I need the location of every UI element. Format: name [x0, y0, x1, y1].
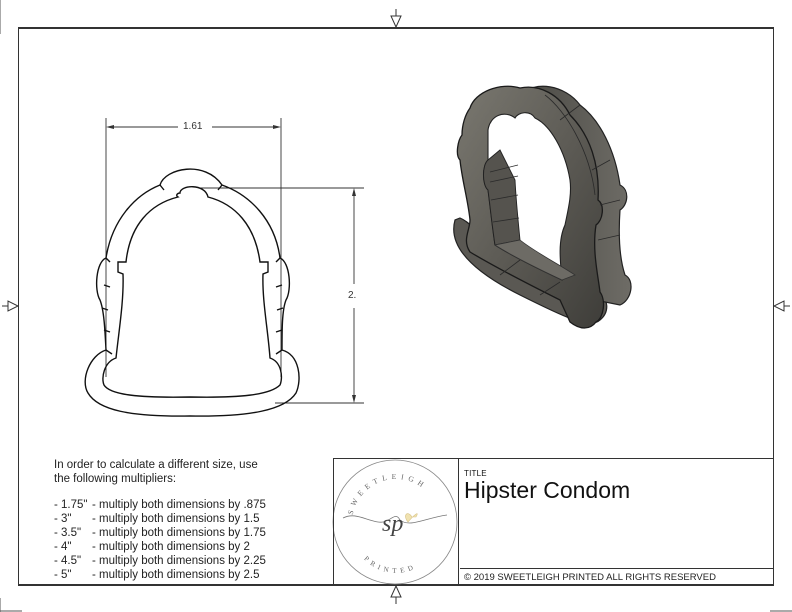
svg-text:PRINTED: PRINTED — [362, 555, 418, 575]
multiplier-row: - 4.5" - multiply both dimensions by 2.25 — [54, 554, 266, 568]
multiplier-row: - 1.75" - multiply both dimensions by .87… — [54, 498, 266, 512]
logo-monogram: sp — [382, 511, 403, 537]
title-cell: TITLE Hipster Condom — [460, 459, 774, 569]
multiplier-text: - multiply both dimensions by 2.5 — [92, 569, 260, 581]
center-marker-bottom-icon — [390, 584, 402, 604]
svg-text:SWEETLEIGH: SWEETLEIGH — [346, 472, 429, 516]
multiplier-row: - 3.5" - multiply both dimensions by 1.75 — [54, 526, 266, 540]
multiplier-row: - 3" - multiply both dimensions by 1.5 — [54, 512, 266, 526]
width-dimension-label: 1.61 — [183, 121, 203, 132]
multiplier-row: - 5" - multiply both dimensions by 2.5 — [54, 568, 266, 582]
multiplier-text: - multiply both dimensions by 2 — [92, 541, 250, 553]
logo-cell: SWEETLEIGH PRINTED sp — [334, 459, 459, 586]
size-multiplier-notes: In order to calculate a different size, … — [54, 458, 266, 582]
height-dimension — [200, 187, 364, 404]
height-dimension-label: 2. — [348, 290, 357, 301]
notes-intro-line-1: In order to calculate a different size, … — [54, 459, 258, 471]
cutter-3d-view — [453, 85, 632, 329]
notes-intro-line-2: the following multipliers: — [54, 473, 177, 485]
multiplier-size: - 4" — [54, 541, 72, 553]
multiplier-size: - 1.75" — [54, 499, 88, 511]
logo-top-text: SWEETLEIGH — [346, 472, 425, 516]
cutter-outline-view — [84, 168, 300, 417]
logo-bottom-text: PRINTED — [362, 555, 414, 575]
title-block: SWEETLEIGH PRINTED sp TITLE Hipster Cond… — [333, 458, 774, 586]
multiplier-text: - multiply both dimensions by 2.25 — [92, 555, 266, 567]
sweetleigh-logo — [332, 459, 458, 585]
title-label: TITLE — [464, 469, 487, 478]
multiplier-text: - multiply both dimensions by 1.75 — [92, 527, 266, 539]
center-marker-right-icon — [772, 300, 790, 312]
multiplier-row: - 4" - multiply both dimensions by 2 — [54, 540, 266, 554]
multiplier-size: - 4.5" — [54, 555, 82, 567]
multiplier-size: - 3.5" — [54, 527, 82, 539]
multiplier-text: - multiply both dimensions by .875 — [92, 499, 266, 511]
logo-text-art: SWEETLEIGH PRINTED sp — [346, 472, 429, 575]
multiplier-size: - 3" — [54, 513, 72, 525]
center-marker-left-icon — [2, 300, 20, 312]
multiplier-text: - multiply both dimensions by 1.5 — [92, 513, 260, 525]
title-value: Hipster Condom — [464, 477, 631, 503]
width-dimension — [105, 118, 282, 377]
multiplier-size: - 5" — [54, 569, 72, 581]
copyright-text: © 2019 SWEETLEIGH PRINTED ALL RIGHTS RES… — [464, 572, 716, 583]
center-marker-top-icon — [390, 9, 402, 29]
